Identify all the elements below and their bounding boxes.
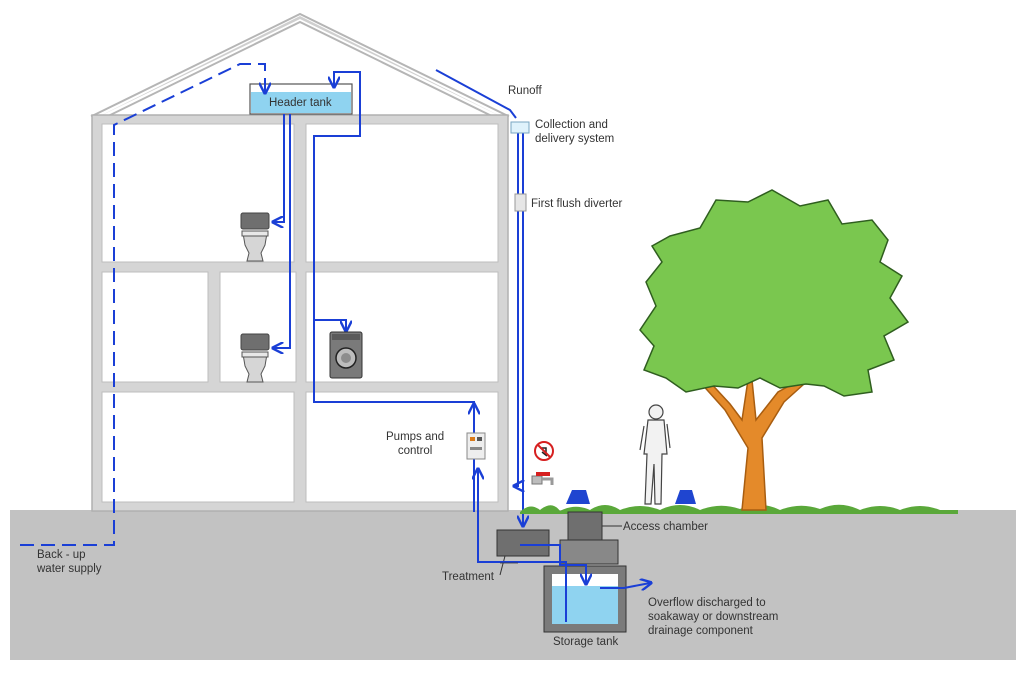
toilet-icon bbox=[240, 212, 270, 262]
washing-machine-icon bbox=[329, 331, 363, 379]
backup-label: Back - up water supply bbox=[37, 548, 102, 576]
collection-label: Collection and delivery system bbox=[535, 118, 614, 146]
overflow-label-line3: drainage component bbox=[648, 625, 753, 637]
pumps-label-line1: Pumps and bbox=[386, 431, 445, 443]
overflow-pipe bbox=[600, 583, 650, 588]
no-drinking-water-icon bbox=[534, 441, 554, 461]
room-attic-right bbox=[305, 123, 499, 263]
toilet-feed-pipe bbox=[274, 114, 285, 222]
tank-to-pump-pipe bbox=[478, 470, 567, 622]
collection-gutter bbox=[510, 121, 530, 134]
backup-label-line2: water supply bbox=[37, 563, 102, 575]
tap-icon bbox=[531, 472, 554, 485]
toilet-feed-pipe-2 bbox=[274, 114, 291, 348]
treatment-unit bbox=[496, 529, 550, 557]
pumps-label: Pumps and control bbox=[386, 430, 444, 458]
person-icon bbox=[639, 404, 671, 505]
access-chamber bbox=[559, 511, 619, 565]
overflow-label-line2: soakaway or downstream bbox=[648, 611, 779, 623]
collection-label-line1: Collection and bbox=[535, 119, 608, 131]
room-first-a bbox=[101, 271, 209, 383]
tree-icon bbox=[639, 189, 910, 511]
rising-main-pipe bbox=[313, 71, 475, 405]
first-flush-diverter bbox=[514, 193, 527, 212]
collection-label-line2: delivery system bbox=[535, 133, 615, 145]
first-flush-label: First flush diverter bbox=[531, 198, 623, 210]
overflow-label: Overflow discharged to soakaway or downs… bbox=[648, 596, 778, 638]
treatment-label: Treatment bbox=[442, 571, 494, 583]
tree-trunk bbox=[698, 377, 806, 511]
room-ground-right bbox=[305, 391, 499, 503]
room-ground-left bbox=[101, 391, 295, 503]
backup-supply-pipe bbox=[20, 63, 265, 546]
overflow-label-line1: Overflow discharged to bbox=[648, 597, 766, 609]
pump-control-icon bbox=[466, 432, 486, 460]
toilet-icon bbox=[240, 333, 270, 383]
backup-label-line1: Back - up bbox=[37, 549, 86, 561]
header-tank-label: Header tank bbox=[269, 97, 332, 109]
storage-tank-label: Storage tank bbox=[553, 636, 619, 648]
pumps-label-line2: control bbox=[397, 445, 433, 457]
runoff-arrow bbox=[435, 69, 517, 119]
runoff-label: Runoff bbox=[508, 85, 542, 97]
washing-machine-feed bbox=[314, 319, 346, 330]
treatment-to-tank-pipe bbox=[520, 544, 586, 583]
grass bbox=[520, 504, 958, 514]
access-chamber-label: Access chamber bbox=[623, 521, 709, 533]
downpipe bbox=[515, 130, 518, 486]
inspection-cover-right bbox=[675, 490, 696, 504]
inspection-cover-left bbox=[566, 490, 590, 504]
tree-foliage bbox=[639, 189, 910, 397]
